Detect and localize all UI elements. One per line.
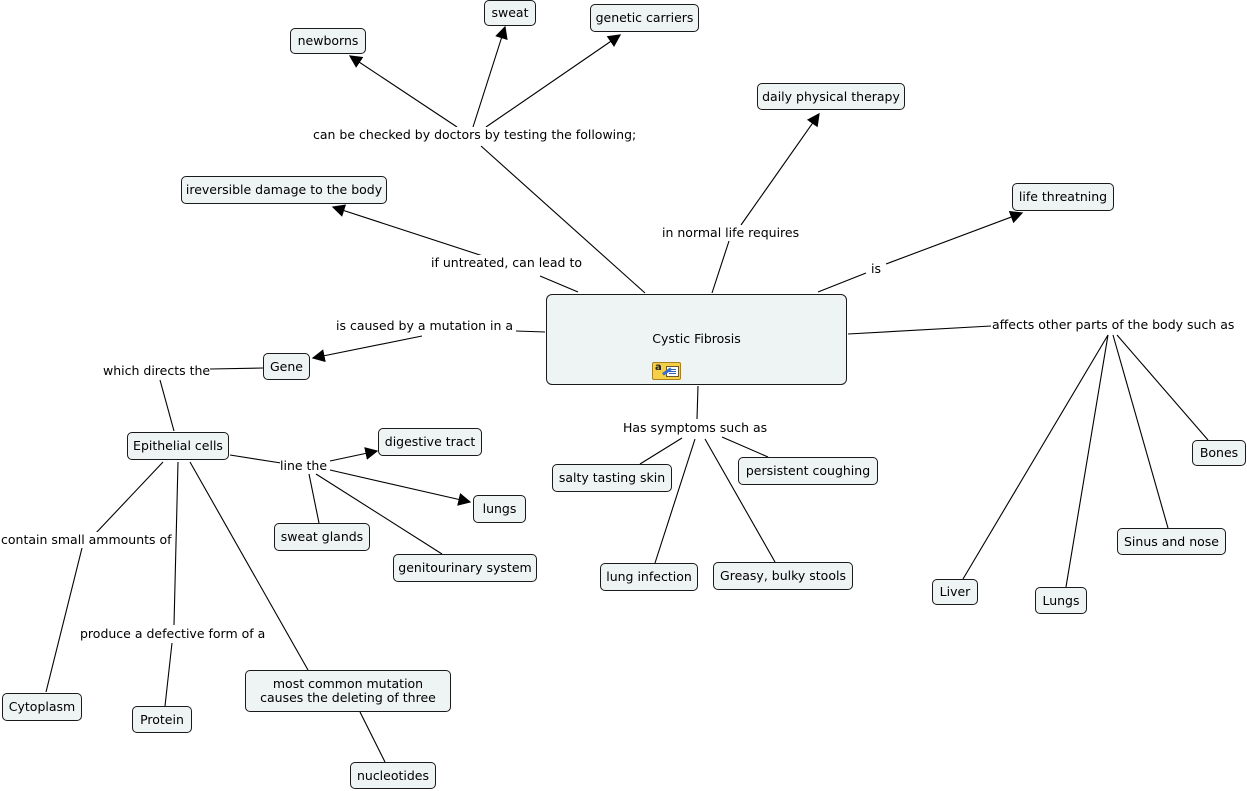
concept-most-common-mutation[interactable]: most common mutation causes the deleting…	[245, 670, 451, 712]
concept-map-resource-icon[interactable]: a	[652, 362, 681, 380]
link-affects-to-bones	[1116, 334, 1209, 441]
concept-salty-tasting-skin[interactable]: salty tasting skin	[552, 464, 672, 492]
concept-genetic-carriers[interactable]: genetic carriers	[590, 4, 699, 32]
concept-nucleotides[interactable]: nucleotides	[350, 762, 436, 789]
link-normal-life-to-therapy	[740, 112, 820, 226]
link-root-to-checked	[480, 145, 646, 294]
link-root-to-untreated	[539, 275, 579, 293]
link-gene-to-directs	[209, 367, 264, 370]
root-title: Cystic Fibrosis	[652, 331, 741, 346]
concept-greasy-bulky-stools[interactable]: Greasy, bulky stools	[713, 562, 853, 590]
link-produce-to-protein	[164, 642, 173, 707]
link-affects-to-liver	[962, 334, 1109, 580]
concept-liver[interactable]: Liver	[932, 579, 978, 605]
link-label-in-normal-life-requires: in normal life requires	[662, 225, 800, 240]
concept-lung-infection[interactable]: lung infection	[600, 563, 698, 591]
link-label-affects-other-parts: affects other parts of the body such as	[992, 317, 1235, 332]
link-line-the-to-genitourinary	[315, 473, 443, 555]
concept-life-threatening[interactable]: life threatning	[1012, 183, 1114, 211]
link-untreated-to-damage	[331, 204, 484, 257]
link-label-checked-by-doctors: can be checked by doctors by testing the…	[313, 127, 637, 142]
link-root-to-is	[817, 272, 867, 293]
link-label-which-directs: which directs the	[103, 363, 211, 378]
link-label-has-symptoms: Has symptoms such as	[623, 420, 768, 435]
link-symptoms-to-stools	[704, 438, 776, 563]
concept-cytoplasm[interactable]: Cytoplasm	[2, 693, 82, 721]
concept-sweat-glands[interactable]: sweat glands	[274, 523, 370, 551]
link-symptoms-to-coughing	[721, 436, 769, 458]
link-label-if-untreated: if untreated, can lead to	[431, 255, 582, 270]
link-checked-to-genetic-carriers	[485, 34, 622, 128]
link-line-the-to-digestive	[329, 447, 379, 462]
link-symptoms-to-salty	[639, 437, 683, 465]
concept-lungs-body[interactable]: Lungs	[1035, 587, 1087, 614]
concept-digestive-tract[interactable]: digestive tract	[378, 428, 482, 456]
link-root-to-caused	[515, 330, 546, 333]
link-checked-to-sweat	[472, 25, 508, 128]
link-line-the-to-sweat-glands	[308, 473, 320, 524]
link-label-is: is	[871, 261, 881, 276]
resource-letter-glyph: a	[655, 362, 662, 373]
concept-protein[interactable]: Protein	[132, 706, 192, 733]
concept-newborns[interactable]: newborns	[290, 28, 366, 54]
concept-sweat[interactable]: sweat	[484, 0, 536, 26]
link-epithelial-to-produce	[173, 461, 179, 626]
link-mutation-to-nucleotides	[359, 711, 386, 763]
link-label-line-the: line the	[280, 458, 328, 473]
concept-persistent-coughing[interactable]: persistent coughing	[738, 457, 878, 485]
link-line-the-to-lungs	[329, 469, 472, 506]
link-root-to-symptoms	[696, 385, 699, 420]
concept-epithelial-cells[interactable]: Epithelial cells	[127, 432, 229, 460]
link-label-caused-by-mutation: is caused by a mutation in a	[336, 318, 514, 333]
link-contain-to-cytoplasm	[45, 547, 83, 693]
concept-daily-physical-therapy[interactable]: daily physical therapy	[757, 83, 905, 110]
concept-gene[interactable]: Gene	[263, 353, 310, 380]
link-root-to-affects	[847, 325, 992, 335]
link-epithelial-to-contain	[94, 461, 164, 535]
link-root-to-normal-life	[711, 240, 730, 294]
link-label-contain-small-amounts: contain small ammounts of	[1, 532, 172, 547]
link-checked-to-newborns	[348, 55, 458, 128]
link-caused-to-gene	[311, 335, 423, 363]
link-is-to-life-threatening	[885, 211, 1024, 265]
link-label-produce-defective: produce a defective form of a	[80, 626, 266, 641]
concept-cystic-fibrosis[interactable]: Cystic Fibrosis a	[546, 294, 847, 385]
link-directs-to-epithelial	[159, 379, 175, 432]
link-epithelial-to-mutation	[189, 461, 309, 671]
concept-bones[interactable]: Bones	[1192, 440, 1246, 466]
concept-sinus-and-nose[interactable]: Sinus and nose	[1117, 528, 1226, 555]
link-symptoms-to-lung-infection	[654, 438, 696, 564]
concept-genitourinary-system[interactable]: genitourinary system	[393, 554, 537, 582]
concept-irreversible-damage[interactable]: ireversible damage to the body	[181, 176, 387, 204]
link-affects-to-lungs	[1065, 334, 1109, 588]
link-affects-to-sinus	[1112, 334, 1169, 529]
link-epithelial-to-line-the	[229, 454, 282, 464]
concept-lungs-lined[interactable]: lungs	[473, 495, 526, 523]
